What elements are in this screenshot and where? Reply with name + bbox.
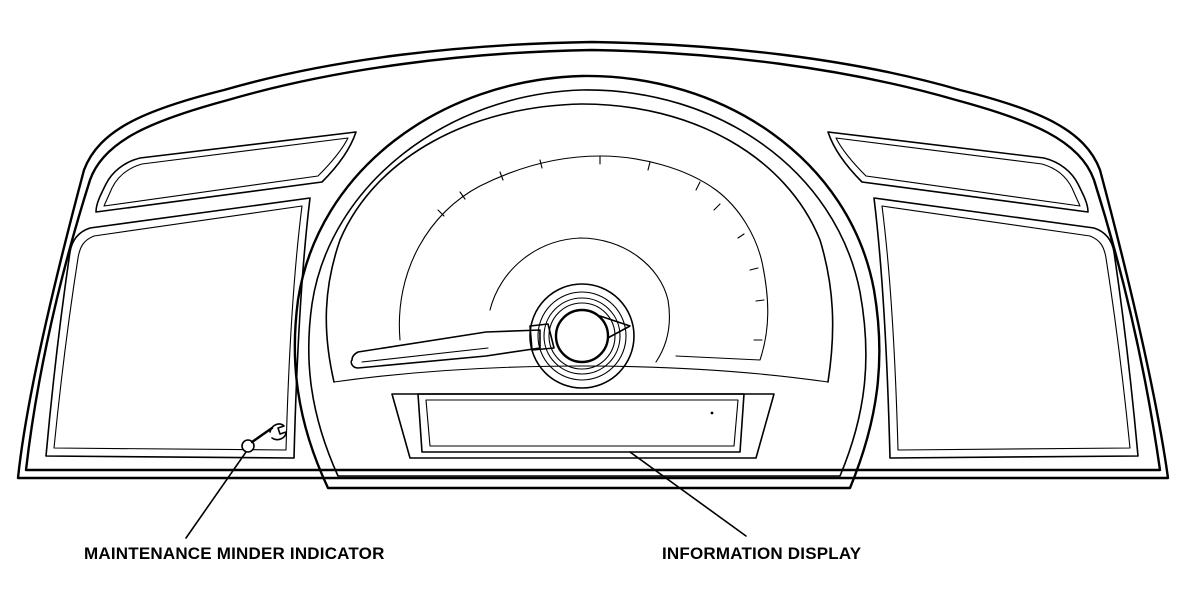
information-display-leader <box>629 451 747 537</box>
needle-hub <box>529 283 635 389</box>
cluster-housing <box>16 40 1170 480</box>
left-upper-panel <box>95 131 357 213</box>
wrench-icon <box>241 423 287 453</box>
left-lower-panel <box>45 197 311 459</box>
speedometer-face <box>325 103 834 383</box>
information-display <box>391 393 775 459</box>
speedometer-bezel <box>293 74 881 490</box>
maintenance-minder-leader <box>185 451 247 539</box>
maintenance-minder-label: MAINTENANCE MINDER INDICATOR <box>84 544 385 563</box>
right-lower-panel <box>873 197 1139 459</box>
information-display-label: INFORMATION DISPLAY <box>662 544 862 563</box>
right-upper-panel <box>827 131 1089 213</box>
